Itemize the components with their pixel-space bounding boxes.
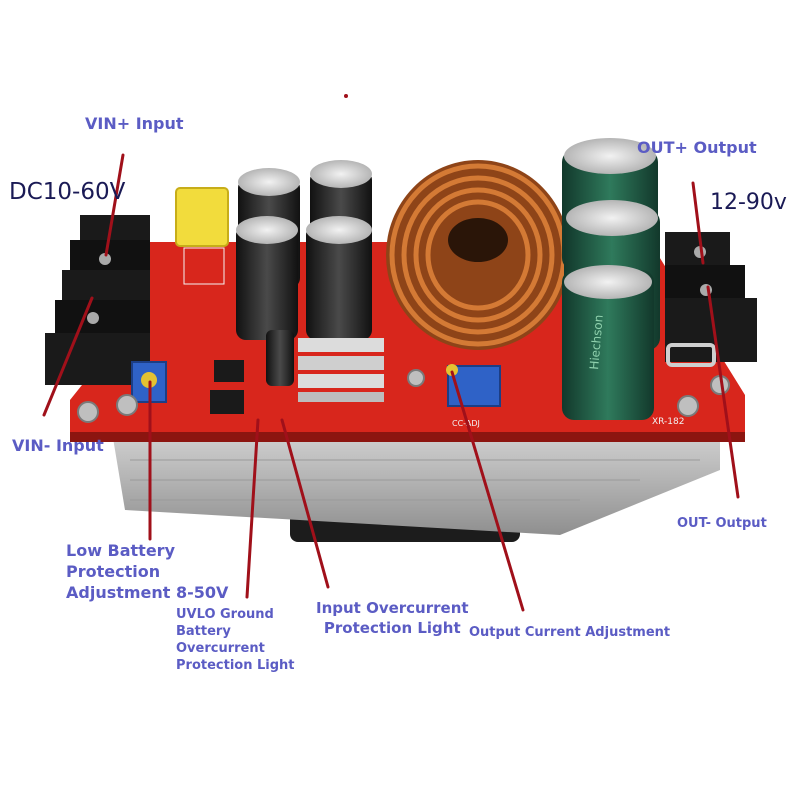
- out-minus-label: OUT- Output: [677, 516, 767, 531]
- capacitor-brand-text: Hiechson: [587, 314, 606, 370]
- uvlo-line-4: Protection Light: [176, 658, 295, 673]
- input-capacitors: [236, 160, 372, 340]
- mosfet-heatsink: [298, 338, 384, 402]
- output-terminal-block: [665, 232, 757, 367]
- ic-chip: [214, 360, 244, 382]
- uvlo-line-1: UVLO Ground: [176, 607, 274, 622]
- pointer-output-current: [450, 370, 525, 612]
- board-model-text: XR-182: [652, 417, 684, 427]
- pointer-out-minus: [706, 285, 740, 499]
- mounting-screws: [77, 369, 730, 423]
- uvlo-label: UVLO Ground Battery Overcurrent Protecti…: [176, 606, 295, 674]
- low-battery-line-3: Adjustment 8-50V: [66, 583, 229, 602]
- ic-chip: [210, 390, 244, 414]
- pointer-out-plus: [691, 181, 705, 265]
- output-current-adjustment-label: Output Current Adjustment: [469, 625, 671, 640]
- output-capacitors: [562, 138, 660, 420]
- toroid-inductor: [386, 160, 570, 350]
- vin-plus-label: VIN+ Input: [85, 114, 184, 133]
- small-capacitor: [266, 330, 294, 386]
- fuse: [175, 187, 229, 247]
- uvlo-line-3: Overcurrent: [176, 641, 265, 656]
- input-overcurrent-line-1: Input Overcurrent: [316, 599, 469, 617]
- vin-minus-label: VIN- Input: [12, 436, 104, 455]
- uvlo-line-2: Battery: [176, 624, 231, 639]
- low-battery-line-1: Low Battery: [66, 541, 175, 560]
- pointer-uvlo: [245, 418, 260, 599]
- pointer-lines: [42, 153, 740, 612]
- input-overcurrent-line-2: Protection Light: [323, 619, 461, 637]
- output-voltage-label: 12-90v: [710, 190, 787, 215]
- input-overcurrent-label: Input Overcurrent Protection Light: [316, 598, 469, 638]
- dc-input-voltage-label: DC10-60V: [9, 179, 126, 205]
- low-battery-protection-label: Low Battery Protection Adjustment 8-50V: [66, 540, 228, 603]
- out-plus-label: OUT+ Output: [637, 138, 757, 157]
- pointer-input-overcurrent: [280, 418, 330, 589]
- input-terminal-block: [45, 215, 150, 385]
- pointer-vin-minus: [42, 296, 94, 417]
- pointer-vin-plus: [104, 153, 125, 257]
- low-battery-line-2: Protection: [66, 562, 161, 581]
- heatsink: [110, 420, 720, 535]
